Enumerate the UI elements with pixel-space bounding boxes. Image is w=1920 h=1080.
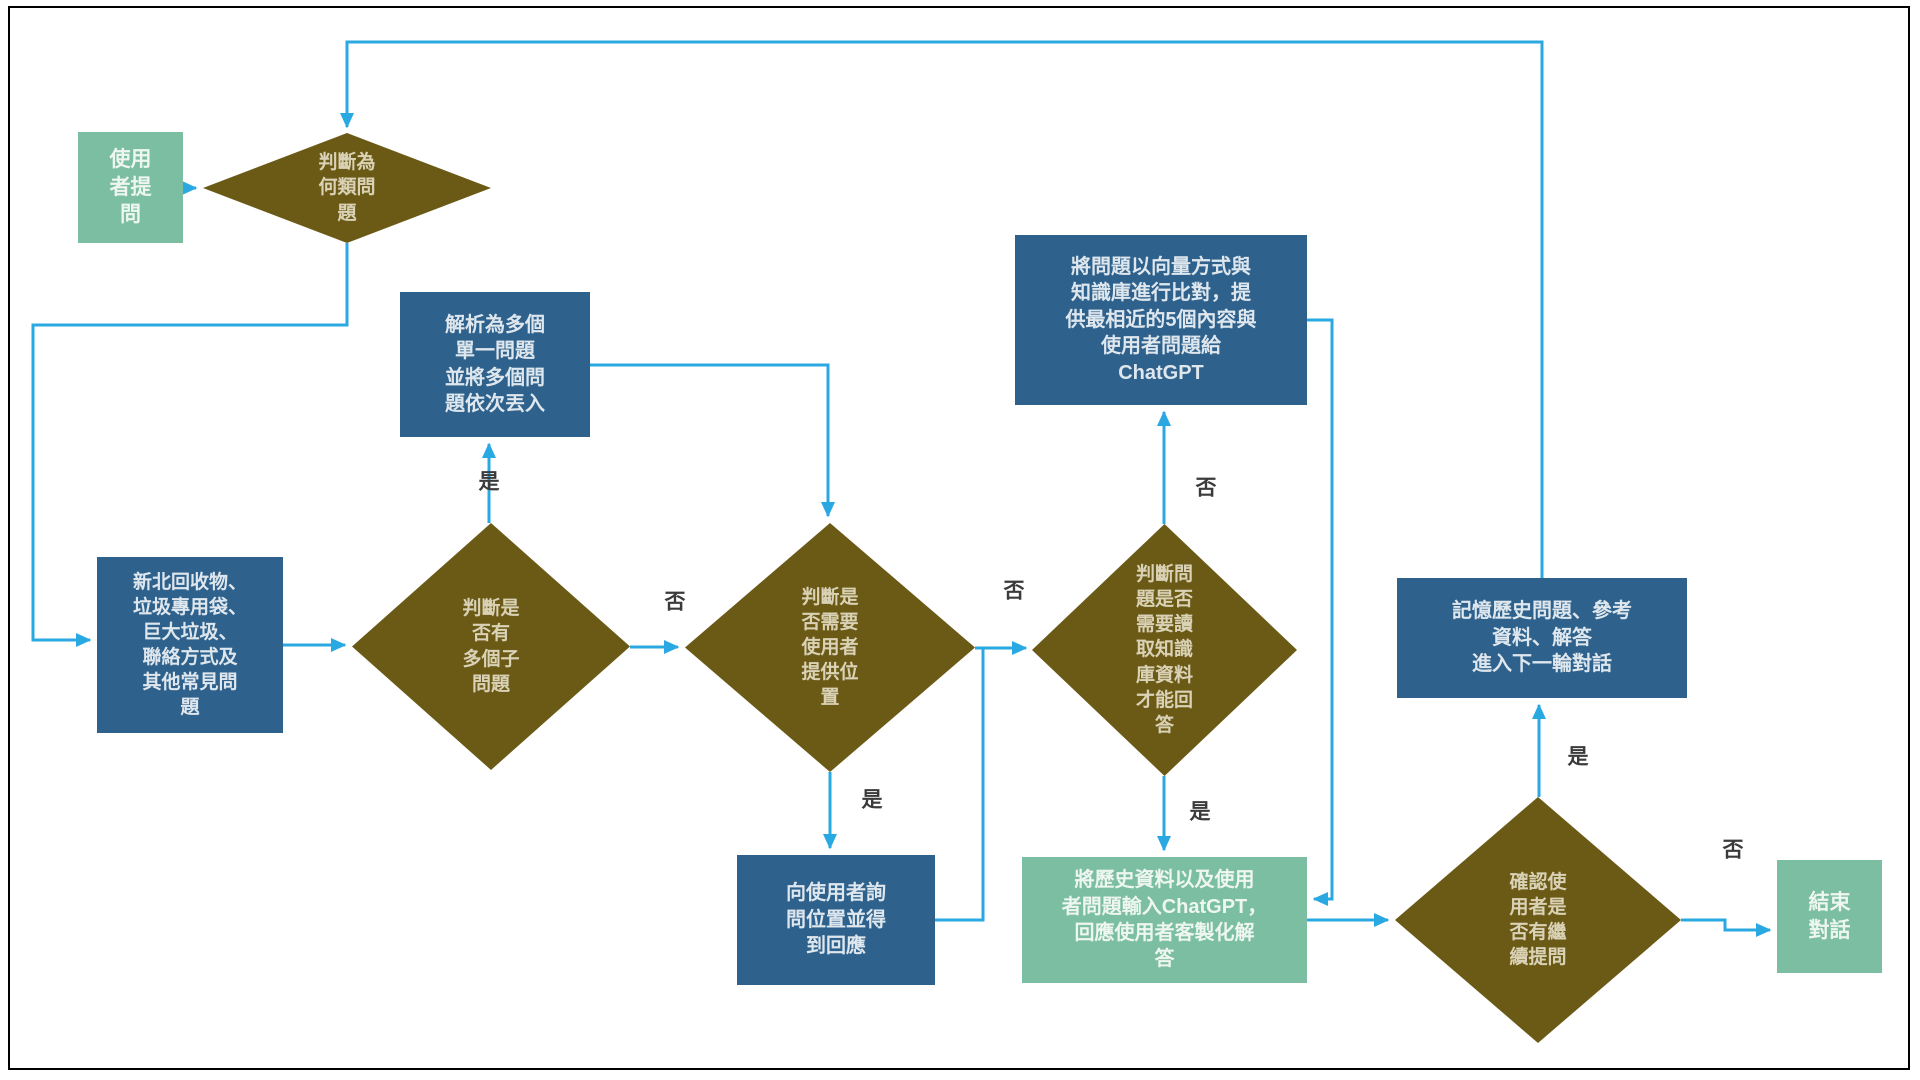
edge-label-needknowledge-yes: 是 (1189, 800, 1211, 824)
node-parse-multiple-questions: 解析為多個 單一問題 並將多個問 題依次丟入 (400, 292, 590, 437)
node-faq-category: 新北回收物、 垃圾專用袋、 巨大垃圾、 聯絡方式及 其他常見問 題 (97, 557, 283, 733)
edge-label-continueask-yes: 是 (1567, 745, 1589, 769)
node-memorize-history: 記憶歷史問題、參考 資料、解答 進入下一輪對話 (1397, 578, 1687, 698)
edge-label-multisub-no: 否 (664, 590, 686, 614)
connector-continueask-no-to-end (1681, 918, 1772, 938)
node-end-dialogue: 結束 對話 (1777, 860, 1882, 973)
node-vector-match-knowledge: 將問題以向量方式與 知識庫進行比對，提 供最相近的5個內容與 使用者問題給 Ch… (1015, 235, 1307, 405)
connector-parse-to-needlocation (590, 363, 836, 518)
node-user-question: 使用 者提 問 (78, 132, 183, 243)
connector-loop-memory-to-type (339, 40, 1544, 578)
edge-label-needlocation-yes: 是 (861, 788, 883, 812)
node-ask-user-location: 向使用者詢 問位置並得 到回應 (737, 855, 935, 985)
connector-asklocation-return (935, 648, 985, 922)
edge-label-multisub-yes: 是 (478, 470, 500, 494)
edge-label-continueask-no: 否 (1722, 838, 1744, 862)
edge-label-needlocation-no: 否 (1003, 579, 1025, 603)
node-chatgpt-custom-answer: 將歷史資料以及使用 者問題輸入ChatGPT， 回應使用者客製化解 答 (1022, 857, 1307, 983)
edge-label-needknowledge-no: 否 (1195, 476, 1217, 500)
connector-type-to-faq (31, 243, 349, 648)
connector-vector-to-answer (1307, 318, 1334, 907)
